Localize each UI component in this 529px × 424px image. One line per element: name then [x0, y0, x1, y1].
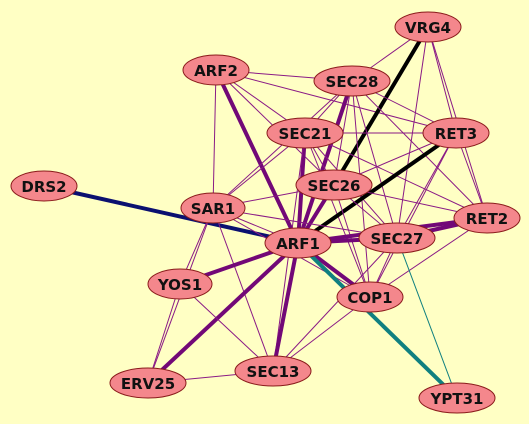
- node-ellipse: [418, 382, 496, 414]
- edge-arf2-ret3: [215, 69, 457, 134]
- node-ellipse: [147, 268, 213, 300]
- node-ellipse: [264, 227, 332, 259]
- node-ellipse: [182, 54, 250, 86]
- node-sec26[interactable]: SEC26: [295, 169, 373, 201]
- edge-yos1-sec13: [179, 283, 274, 372]
- node-ellipse: [295, 169, 373, 201]
- edge-ret3-arf1: [296, 131, 458, 245]
- node-ellipse: [394, 11, 462, 43]
- edge-sec28-arf1: [296, 79, 354, 245]
- node-sec21[interactable]: SEC21: [266, 117, 344, 149]
- edge-sec28-ret2: [351, 80, 488, 219]
- node-label: YPT31: [430, 390, 484, 408]
- node-label: SEC27: [371, 230, 424, 248]
- edge-arf1-erv25: [146, 241, 300, 385]
- edge-sec28-sec27: [351, 80, 398, 239]
- node-ellipse: [453, 202, 521, 234]
- node-arf2[interactable]: ARF2: [182, 54, 250, 86]
- node-drs2[interactable]: DRS2: [10, 170, 78, 202]
- node-label: SEC26: [308, 177, 361, 195]
- node-ret3[interactable]: RET3: [422, 117, 490, 149]
- node-vrg4[interactable]: VRG4: [394, 11, 462, 43]
- node-ret2[interactable]: RET2: [453, 202, 521, 234]
- node-cop1[interactable]: COP1: [336, 281, 404, 313]
- edge-sec27-ypt31: [396, 237, 458, 399]
- node-arf1[interactable]: ARF1: [264, 227, 332, 259]
- node-label: SEC13: [247, 363, 300, 381]
- edge-arf1-sec13: [271, 241, 300, 373]
- node-sar1[interactable]: SAR1: [180, 192, 246, 224]
- node-ellipse: [109, 367, 187, 399]
- node-label: ARF2: [194, 62, 238, 80]
- edge-ret2-cop1: [369, 217, 488, 298]
- node-label: ERV25: [121, 375, 175, 393]
- node-label: VRG4: [405, 19, 451, 37]
- node-erv25[interactable]: ERV25: [109, 367, 187, 399]
- node-ypt31[interactable]: YPT31: [418, 382, 496, 414]
- edge-ret3-sec27: [396, 132, 457, 239]
- edge-arf2-sar1: [212, 69, 217, 209]
- node-ellipse: [313, 65, 391, 97]
- edge-ret3-cop1: [369, 132, 457, 298]
- node-ellipse: [422, 117, 490, 149]
- node-label: SEC28: [326, 73, 379, 91]
- edge-vrg4-sec26: [332, 25, 430, 187]
- edge-vrg4-ret3: [427, 26, 457, 134]
- edge-sar1-sec13: [212, 207, 274, 372]
- node-label: RET3: [435, 125, 477, 143]
- edge-arf2-arf1: [214, 68, 300, 245]
- node-label: SAR1: [191, 200, 235, 218]
- node-label: RET2: [466, 210, 508, 228]
- node-sec13[interactable]: SEC13: [234, 355, 312, 387]
- node-sec27[interactable]: SEC27: [358, 222, 436, 254]
- edge-yos1-erv25: [147, 283, 181, 384]
- node-label: SEC21: [279, 125, 332, 143]
- node-label: YOS1: [157, 276, 202, 294]
- node-yos1[interactable]: YOS1: [147, 268, 213, 300]
- node-ellipse: [10, 170, 78, 202]
- node-ellipse: [336, 281, 404, 313]
- node-ellipse: [234, 355, 312, 387]
- node-sec28[interactable]: SEC28: [313, 65, 391, 97]
- edge-arf1-ypt31: [296, 241, 459, 400]
- node-ellipse: [266, 117, 344, 149]
- node-ellipse: [180, 192, 246, 224]
- node-ellipse: [358, 222, 436, 254]
- node-label: ARF1: [276, 235, 320, 253]
- edge-drs2-arf1: [42, 184, 300, 245]
- edge-sec27-sec13: [272, 237, 398, 372]
- node-label: COP1: [347, 289, 392, 307]
- node-label: DRS2: [21, 178, 66, 196]
